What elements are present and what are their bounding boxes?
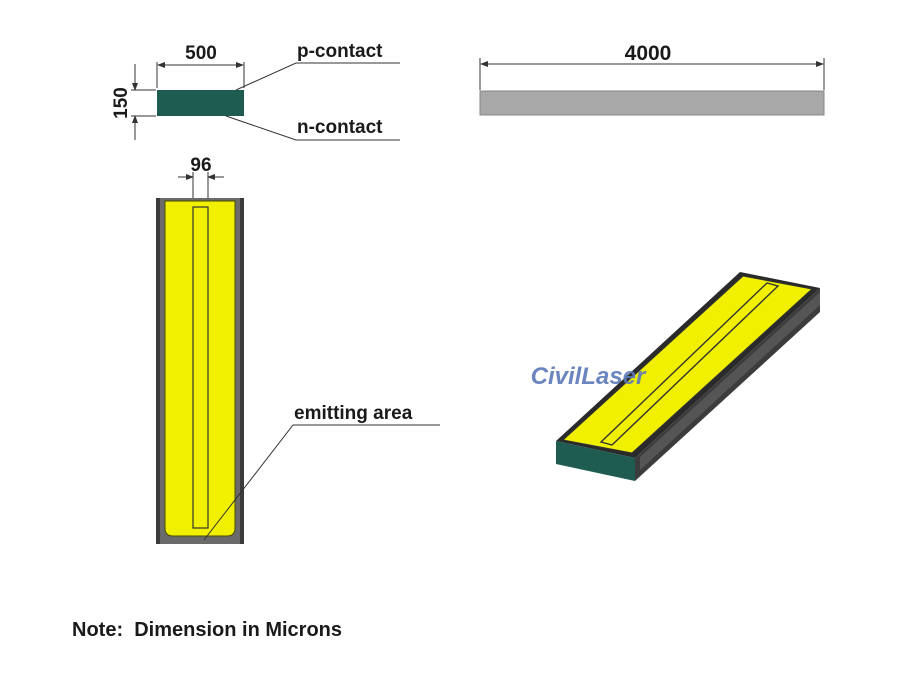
length-dimension-label: 4000 (625, 42, 672, 65)
chip-side-bar (479, 90, 825, 116)
stripe-width-label: 96 (190, 155, 211, 176)
n-contact-label: n-contact (297, 117, 383, 138)
p-contact-label: p-contact (297, 41, 383, 62)
isometric-view (556, 272, 820, 481)
width-dimension-label: 500 (185, 43, 217, 64)
emitting-stripe (192, 206, 209, 529)
height-dimension-label: 150 (111, 87, 132, 119)
iso-emitting-stripe (599, 282, 780, 446)
cross-section-view: 500 150 p-contact n-contact (111, 41, 400, 141)
iso-front-face (556, 441, 635, 481)
watermark-logo: CivilLaser (531, 363, 647, 390)
emitting-area-label: emitting area (294, 403, 413, 424)
units-note: Note: Dimension in Microns (72, 619, 342, 641)
top-view: 96 emitting area (156, 155, 440, 544)
side-view: 4000 (479, 42, 825, 116)
chip-cross-section (157, 90, 244, 116)
